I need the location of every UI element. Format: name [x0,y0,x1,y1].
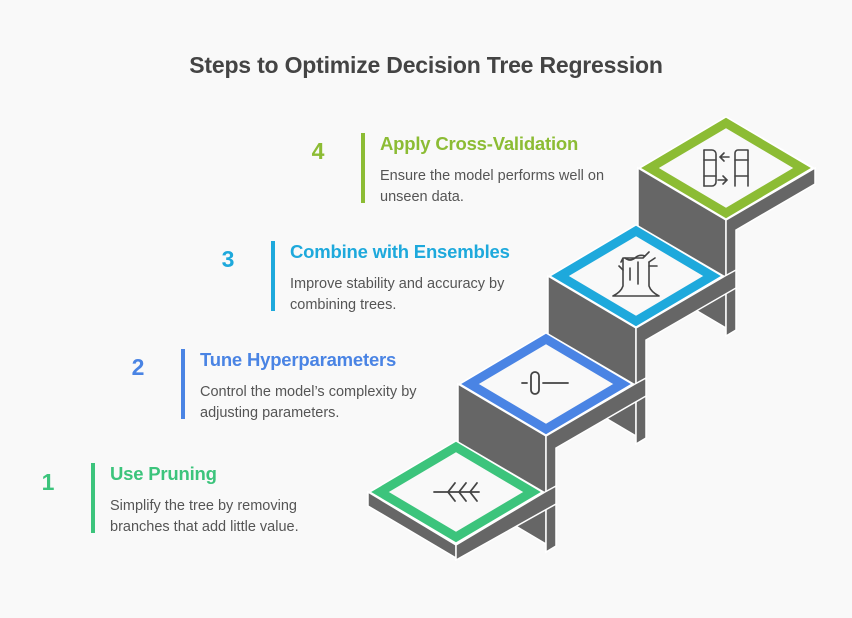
step-4-number: 4 [311,138,325,164]
step-3-heading: Combine with Ensembles [290,241,510,262]
step-3-description: Improve stability and accuracy by combin… [290,276,505,313]
step-1-accent-bar [91,463,95,533]
step-3-block-right-face [635,268,737,446]
data-exchange-icon [703,149,749,187]
step-2-colored-frame [461,333,631,435]
step-1-heading: Use Pruning [110,463,217,484]
step-3-number: 3 [221,246,235,272]
step-2-heading: Tune Hyperparameters [200,349,397,370]
tree-stump-icon [612,251,660,297]
diagram-title: Steps to Optimize Decision Tree Regressi… [189,52,663,78]
step-2-number: 2 [131,354,145,380]
step-1-block-right-face [455,484,557,562]
step-4-heading: Apply Cross-Validation [380,133,579,154]
step-2-description: Control the model’s complexity by adjust… [200,384,417,421]
step-3-accent-bar [271,241,275,311]
slider-icon [521,371,569,395]
pruning-branch-icon [433,482,480,502]
step-4-description: Ensure the model performs well on unseen… [380,168,605,205]
step-2-block-right-face [545,376,647,554]
step-1-block [367,440,557,562]
step-2-accent-bar [181,349,185,419]
step-1-number: 1 [41,469,55,495]
step-2-block [457,332,647,554]
step-4-colored-frame [641,117,811,219]
step-4-accent-bar [361,133,365,203]
step-3-colored-frame [551,225,721,327]
step-1-description: Simplify the tree by removing branches t… [110,498,299,535]
